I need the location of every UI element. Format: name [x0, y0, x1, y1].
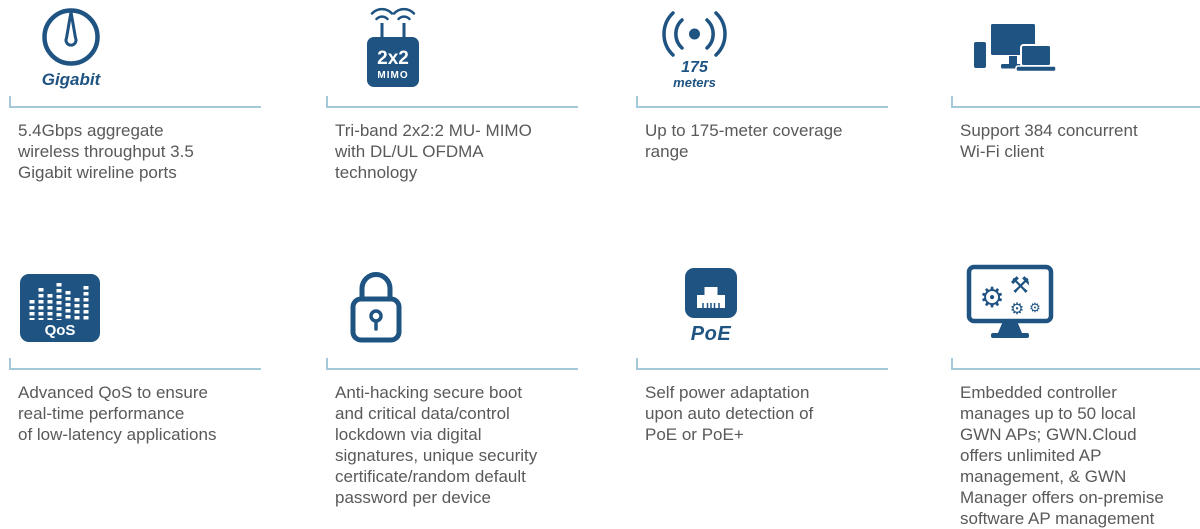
feature-card-mimo: 2x2 MIMO Tri-band 2x2:2 MU- MIMO with DL…: [326, 4, 645, 254]
feature-card-poe: PoE Self power adaptation upon auto dete…: [636, 254, 960, 529]
feature-description: Anti-hacking secure boot and critical da…: [335, 383, 538, 507]
poe-label: PoE: [690, 323, 732, 345]
mimo-label-primary: 2x2: [377, 48, 409, 69]
feature-description: Embedded controller manages up to 50 loc…: [960, 383, 1164, 528]
separator-line: [636, 358, 888, 370]
coverage-label-secondary: meters: [673, 75, 716, 90]
separator-line: [951, 358, 1200, 370]
security-lock-icon: [350, 272, 402, 343]
separator-line: [636, 96, 888, 108]
separator-line: [326, 96, 578, 108]
qos-equalizer-icon: QoS: [20, 274, 100, 342]
feature-card-controller: ⚙ ⚒ ⚙ ⚙ Embedded controller manages up t…: [951, 254, 1200, 529]
feature-description: Up to 175-meter coverage range: [645, 121, 843, 161]
feature-card-gigabit: Gigabit 5.4Gbps aggregate wireless throu…: [9, 4, 335, 254]
feature-description: Advanced QoS to ensure real-time perform…: [18, 383, 217, 444]
feature-description: Self power adaptation upon auto detectio…: [645, 383, 814, 444]
mimo-label-secondary: MIMO: [377, 70, 408, 81]
tools-icon: ⚒: [1010, 272, 1031, 298]
poe-port-icon: [685, 268, 737, 318]
mimo-access-point-icon: 2x2 MIMO: [367, 7, 419, 87]
feature-description: Support 384 concurrent Wi-Fi client: [960, 121, 1138, 161]
feature-description: 5.4Gbps aggregate wireless throughput 3.…: [18, 121, 194, 182]
qos-label: QoS: [45, 322, 76, 339]
multi-devices-icon: [972, 22, 1057, 73]
separator-line: [951, 96, 1200, 108]
gigabit-speedometer-icon: [42, 8, 100, 66]
separator-line: [9, 96, 261, 108]
feature-description: Tri-band 2x2:2 MU- MIMO with DL/UL OFDMA…: [335, 121, 532, 182]
separator-line: [9, 358, 261, 370]
feature-card-coverage: 175 meters Up to 175-meter coverage rang…: [636, 4, 960, 254]
feature-card-security: Anti-hacking secure boot and critical da…: [326, 254, 645, 529]
feature-card-clients: Support 384 concurrent Wi-Fi client: [951, 4, 1200, 254]
feature-card-qos: QoS Advanced QoS to ensure real-time per…: [9, 254, 335, 529]
gigabit-label: Gigabit: [41, 70, 101, 89]
gear-icon: ⚙: [1010, 301, 1024, 318]
gear-icon: ⚙: [979, 282, 1004, 313]
coverage-signal-icon: [662, 11, 727, 57]
gear-icon: ⚙: [1029, 300, 1041, 315]
separator-line: [326, 358, 578, 370]
controller-monitor-icon: ⚙ ⚒ ⚙ ⚙: [966, 264, 1054, 338]
coverage-label-primary: 175: [681, 59, 708, 76]
